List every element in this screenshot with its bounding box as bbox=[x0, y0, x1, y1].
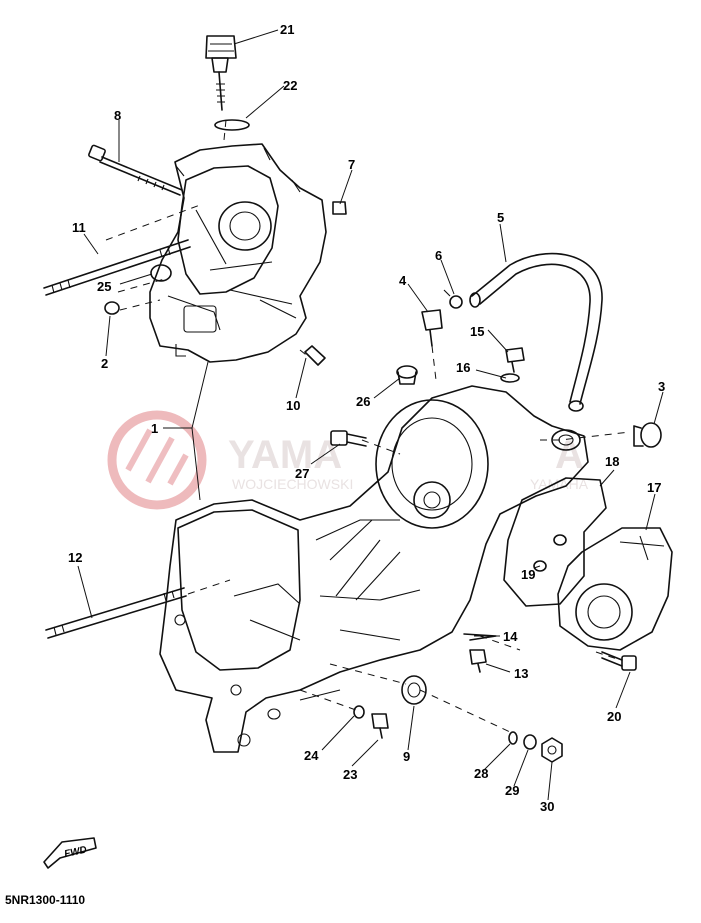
callout-15: 15 bbox=[470, 324, 484, 339]
callout-21: 21 bbox=[280, 22, 294, 37]
callout-6: 6 bbox=[435, 248, 442, 263]
callout-23: 23 bbox=[343, 767, 357, 782]
callout-2: 2 bbox=[101, 356, 108, 371]
part-21-oil-dipstick bbox=[205, 35, 237, 111]
part-6-clip bbox=[443, 289, 463, 309]
callout-1: 1 bbox=[151, 421, 158, 436]
fwd-arrow-icon: FWD bbox=[43, 837, 97, 869]
part-19-dowels bbox=[533, 534, 567, 572]
part-2-dowel-pin bbox=[104, 301, 120, 315]
callout-26: 26 bbox=[356, 394, 370, 409]
part-13-bolt bbox=[469, 649, 487, 673]
watermark: YAMA A WOJCIECHOWSKI YAMAHA bbox=[107, 410, 589, 510]
callout-14: 14 bbox=[503, 629, 518, 644]
callout-22: 22 bbox=[283, 78, 297, 93]
callout-19: 19 bbox=[521, 567, 535, 582]
callout-7: 7 bbox=[348, 157, 355, 172]
crankcase-right-half bbox=[159, 385, 589, 753]
callout-24: 24 bbox=[304, 748, 319, 763]
part-7-plug bbox=[332, 201, 347, 215]
callout-17: 17 bbox=[647, 480, 661, 495]
callout-27: 27 bbox=[295, 466, 309, 481]
diagram-code: 5NR1300-1110 bbox=[5, 893, 85, 907]
watermark-title: YAMA bbox=[228, 433, 342, 477]
callout-16: 16 bbox=[456, 360, 470, 375]
part-14-spring-clip bbox=[463, 633, 497, 641]
part-10-pin bbox=[304, 345, 326, 366]
part-4-joint bbox=[421, 309, 443, 347]
part-3-bush bbox=[633, 422, 662, 448]
part-12-stud-bolt bbox=[45, 587, 187, 639]
callout-30: 30 bbox=[540, 799, 554, 814]
callout-8: 8 bbox=[114, 108, 121, 123]
callout-numbers: 21 22 8 7 11 25 2 10 5 6 4 15 16 26 3 1 … bbox=[68, 22, 665, 814]
callout-20: 20 bbox=[607, 709, 621, 724]
part-18-gasket bbox=[503, 477, 607, 607]
callout-4: 4 bbox=[399, 273, 407, 288]
fwd-label: FWD bbox=[63, 845, 88, 860]
callout-29: 29 bbox=[505, 783, 519, 798]
part-16-gasket bbox=[500, 373, 520, 383]
part-23-bolt bbox=[371, 713, 389, 739]
callout-28: 28 bbox=[474, 766, 488, 781]
crankcase-left-half bbox=[149, 143, 327, 363]
callout-25: 25 bbox=[97, 279, 111, 294]
watermark-logo-icon bbox=[107, 410, 207, 510]
part-30-nut bbox=[541, 737, 563, 763]
callout-5: 5 bbox=[497, 210, 504, 225]
part-5-breather-hose bbox=[469, 252, 603, 412]
callout-18: 18 bbox=[605, 454, 619, 469]
part-11-stud-bolt bbox=[43, 239, 191, 296]
part-9-oil-seal bbox=[401, 675, 427, 705]
callout-9: 9 bbox=[403, 749, 410, 764]
part-28-washer bbox=[508, 731, 518, 745]
callout-12: 12 bbox=[68, 550, 82, 565]
leader-lines bbox=[77, 29, 664, 801]
part-26-plug bbox=[396, 365, 418, 385]
watermark-subtitle: WOJCIECHOWSKI bbox=[232, 476, 353, 492]
callout-11: 11 bbox=[72, 220, 86, 235]
part-25-oil-seal bbox=[150, 264, 172, 282]
part-8-bolt bbox=[88, 144, 183, 196]
callout-13: 13 bbox=[514, 666, 528, 681]
part-29-washer bbox=[523, 734, 537, 750]
part-24-washer bbox=[353, 705, 365, 719]
callout-10: 10 bbox=[286, 398, 300, 413]
part-17-crankcase-cover bbox=[557, 527, 673, 651]
part-15-drain-bolt bbox=[505, 347, 525, 373]
callout-3: 3 bbox=[658, 379, 665, 394]
part-20-bolt bbox=[601, 651, 637, 671]
assembly-dashed-lines bbox=[105, 119, 631, 733]
part-22-o-ring bbox=[214, 119, 250, 131]
